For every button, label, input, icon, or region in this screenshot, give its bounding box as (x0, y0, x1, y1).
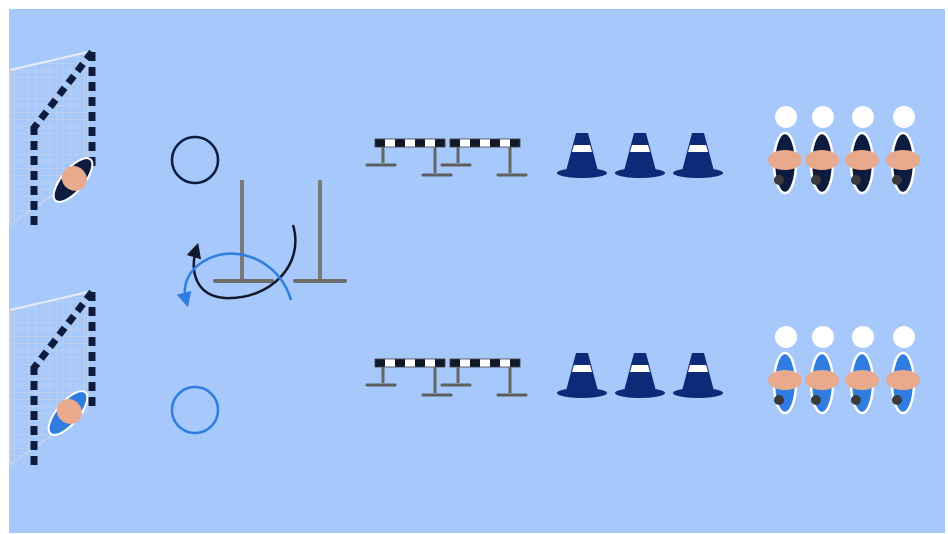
player-head (775, 326, 797, 348)
equipment-layer (365, 133, 723, 398)
player-dark (886, 106, 920, 195)
goal-post-bottom (30, 289, 96, 465)
cone (673, 133, 723, 178)
player-head (812, 326, 834, 348)
training-field (9, 9, 945, 533)
circle-marker-blue (170, 385, 220, 435)
player-blue (768, 326, 802, 415)
player-head (775, 106, 797, 128)
player-blue (805, 326, 839, 415)
pitch-surface (9, 9, 945, 533)
player-head (852, 326, 874, 348)
goalkeeper-blue (47, 390, 89, 436)
player-dark (845, 106, 879, 195)
hurdle (365, 138, 453, 177)
player-head (893, 326, 915, 348)
hurdle (365, 358, 453, 397)
player-head (812, 106, 834, 128)
cone (615, 353, 665, 398)
player-dark (768, 106, 802, 195)
player-blue (886, 326, 920, 415)
cone (673, 353, 723, 398)
goalkeeper-dark (52, 157, 94, 203)
cone (615, 133, 665, 178)
hurdle (440, 358, 528, 397)
arrow-blue (176, 252, 293, 308)
player-dark (805, 106, 839, 195)
players-layer (768, 106, 920, 415)
pole-right (293, 180, 347, 283)
hurdle (440, 138, 528, 177)
goal-post-top (30, 49, 96, 225)
cone (557, 133, 607, 178)
player-blue (845, 326, 879, 415)
player-head (893, 106, 915, 128)
cone (557, 353, 607, 398)
pole-left (213, 180, 274, 283)
player-head (852, 106, 874, 128)
arrow-dark (186, 224, 297, 300)
circle-marker-dark (170, 135, 220, 185)
